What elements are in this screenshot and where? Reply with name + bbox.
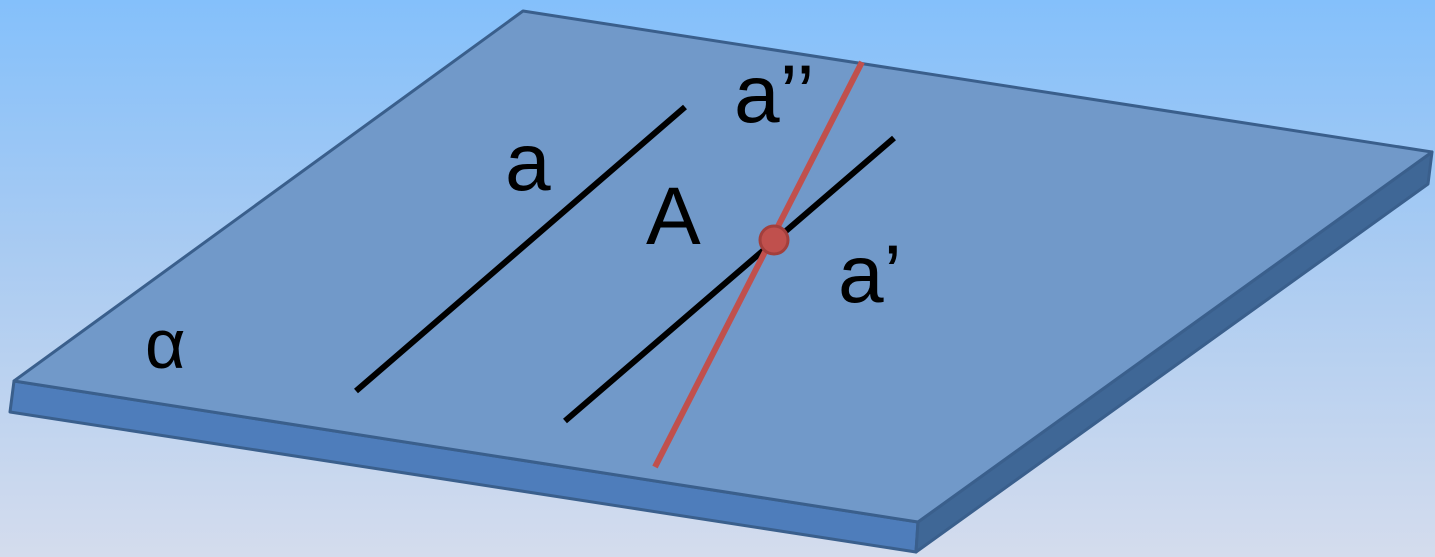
line-a-prime-label: a’ — [838, 229, 902, 320]
line-a-label: a — [505, 117, 551, 208]
line-a-prime — [563, 135, 896, 424]
line-a-double-prime-label: a’’ — [734, 49, 815, 140]
line-a — [354, 104, 687, 394]
plane-alpha — [12, 9, 1434, 524]
plane-label: α — [145, 305, 185, 383]
point-A-label: A — [646, 171, 701, 262]
point-A — [758, 224, 790, 256]
line-a-double-prime — [652, 60, 865, 469]
